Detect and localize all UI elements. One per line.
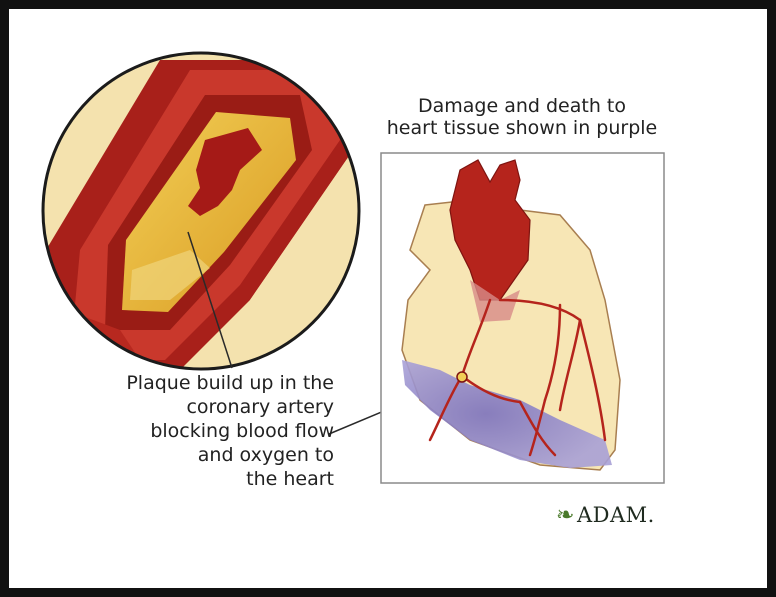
adam-logo-text: ADAM. (577, 503, 655, 527)
blockage-marker (457, 372, 467, 382)
adam-logo: ❧ADAM. (556, 503, 655, 528)
plaque-caption: Plaque build up in the coronary artery b… (34, 371, 334, 491)
plaque-caption-line3: blocking blood flow (34, 419, 334, 443)
damage-caption: Damage and death to heart tissue shown i… (352, 95, 692, 139)
damage-caption-line1: Damage and death to (352, 95, 692, 117)
plaque-caption-line4: and oxygen to (34, 443, 334, 467)
plaque-caption-line5: the heart (34, 467, 334, 491)
leaf-icon: ❧ (556, 503, 575, 528)
heart-panel (381, 153, 664, 483)
damage-caption-line2: heart tissue shown in purple (352, 117, 692, 139)
plaque-caption-line1: Plaque build up in the (34, 371, 334, 395)
plaque-caption-line2: coronary artery (34, 395, 334, 419)
